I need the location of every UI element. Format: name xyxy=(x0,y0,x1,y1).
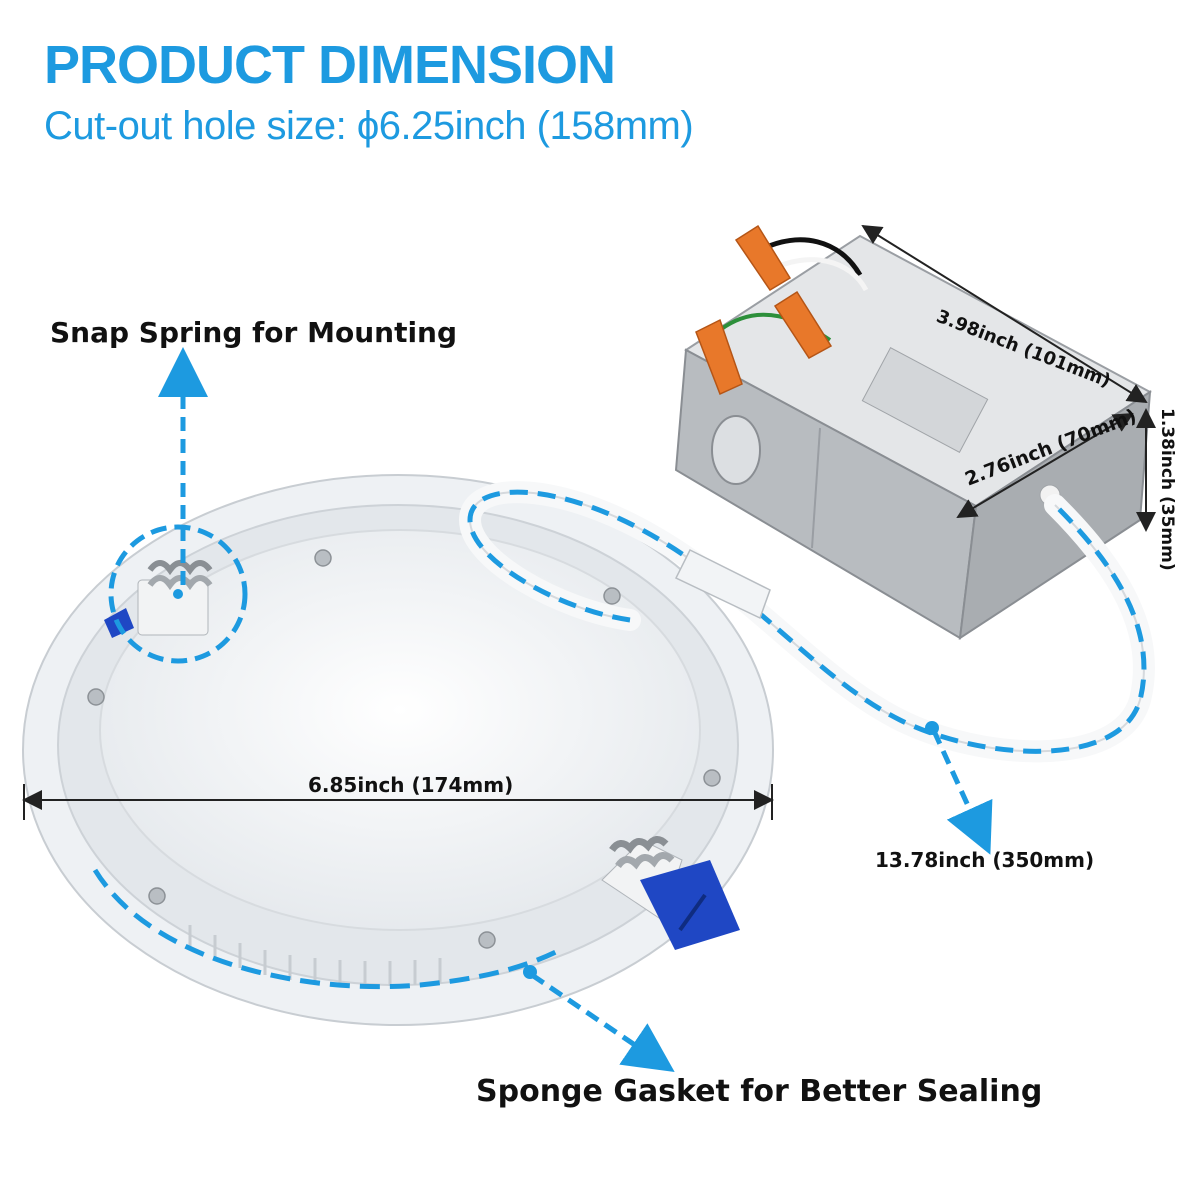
page-title: PRODUCT DIMENSION xyxy=(44,35,616,95)
sponge-gasket-highlight xyxy=(92,868,562,990)
cable-length-label: 13.78inch (350mm) xyxy=(875,848,1095,872)
box-height-label: 1.38inch (35mm) xyxy=(1157,408,1177,571)
spring-callout-circle xyxy=(108,524,248,664)
led-panel xyxy=(22,474,774,1026)
gasket-callout-arrow xyxy=(530,972,675,1073)
panel-vents xyxy=(188,925,442,986)
snap-spring-bottom xyxy=(601,836,740,950)
box-length-line xyxy=(861,224,1148,404)
wire-connectors xyxy=(695,224,869,396)
sponge-gasket-label: Sponge Gasket for Better Sealing xyxy=(476,1074,1043,1109)
panel-screws xyxy=(87,549,721,949)
panel-diameter-label: 6.85inch (174mm) xyxy=(308,773,514,797)
power-cable xyxy=(458,481,1155,763)
snap-spring-label: Snap Spring for Mounting xyxy=(50,316,458,349)
cable-callout-arrow xyxy=(931,729,993,855)
cutout-size-subtitle: Cut-out hole size: ϕ6.25inch (158mm) xyxy=(44,104,694,148)
cable-connector xyxy=(674,548,771,620)
box-width-line xyxy=(956,412,1134,519)
